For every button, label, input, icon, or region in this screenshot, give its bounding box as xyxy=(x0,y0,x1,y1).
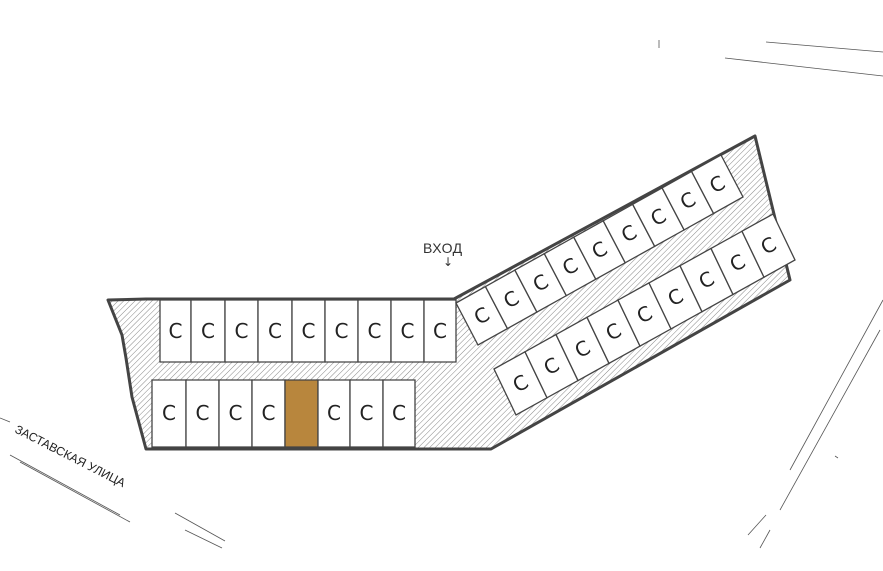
parking-space[interactable]: С xyxy=(218,379,253,448)
parking-space-outline xyxy=(690,154,744,215)
parking-space[interactable]: С xyxy=(617,281,672,348)
parking-space[interactable]: С xyxy=(555,316,610,382)
parking-space[interactable]: С xyxy=(357,299,392,363)
parking-space-label: С xyxy=(162,401,176,425)
parking-space-label: С xyxy=(327,401,341,425)
parking-space[interactable] xyxy=(284,379,319,448)
parking-space[interactable]: С xyxy=(251,379,286,448)
parking-space-label: С xyxy=(235,319,249,343)
parking-space[interactable]: С xyxy=(190,299,226,363)
entrance-arrow-icon: ↓ xyxy=(443,255,453,269)
entrance-label: ВХОД xyxy=(423,240,463,256)
parking-space[interactable]: С xyxy=(257,299,293,363)
parking-space-label: С xyxy=(368,319,382,343)
parking-space[interactable]: С xyxy=(455,285,509,346)
parking-space[interactable]: С xyxy=(514,252,568,314)
parking-space[interactable]: С xyxy=(524,333,579,399)
entrance-marker: ВХОД ↓ xyxy=(423,240,463,269)
parking-space[interactable]: С xyxy=(543,236,597,297)
parking-space[interactable]: С xyxy=(382,379,416,448)
road-lines xyxy=(0,40,883,549)
parking-space-label: С xyxy=(229,401,243,425)
parking-space-label: С xyxy=(201,319,215,343)
parking-space[interactable]: С xyxy=(317,379,351,448)
parking-space-outline xyxy=(741,213,796,279)
parking-space-label: С xyxy=(302,319,316,343)
parking-space-label: С xyxy=(335,319,349,343)
parking-space-label: С xyxy=(401,319,415,343)
parking-space[interactable]: С xyxy=(159,299,192,363)
parking-space-label: С xyxy=(360,401,374,425)
parking-space[interactable]: С xyxy=(185,379,220,448)
parking-space[interactable]: С xyxy=(349,379,384,448)
parking-space-label: С xyxy=(392,401,406,425)
parking-space[interactable]: С xyxy=(602,203,656,264)
parking-space[interactable]: С xyxy=(690,154,744,215)
parking-space[interactable]: С xyxy=(224,299,259,363)
parking-space[interactable]: С xyxy=(661,170,715,231)
parking-space-label: С xyxy=(268,319,282,343)
parking-space[interactable]: С xyxy=(324,299,359,363)
parking-space[interactable]: С xyxy=(631,186,685,248)
parking-space[interactable]: С xyxy=(741,213,796,279)
parking-space[interactable]: С xyxy=(390,299,425,363)
parking-space-label: С xyxy=(196,401,210,425)
parking-space-label: С xyxy=(169,319,183,343)
parking-space-outline xyxy=(382,379,416,448)
parking-space[interactable]: С xyxy=(291,299,326,363)
parking-space[interactable]: С xyxy=(151,379,187,448)
parking-space-outline xyxy=(423,299,457,363)
parking-space-label: С xyxy=(433,319,447,343)
parking-space[interactable]: С xyxy=(648,264,703,330)
parking-space-outline xyxy=(284,379,319,448)
parking-space[interactable]: С xyxy=(423,299,457,363)
parking-space-label: С xyxy=(262,401,276,425)
street-name: ЗАСТАВСКАЯ УЛИЦА xyxy=(13,422,128,490)
